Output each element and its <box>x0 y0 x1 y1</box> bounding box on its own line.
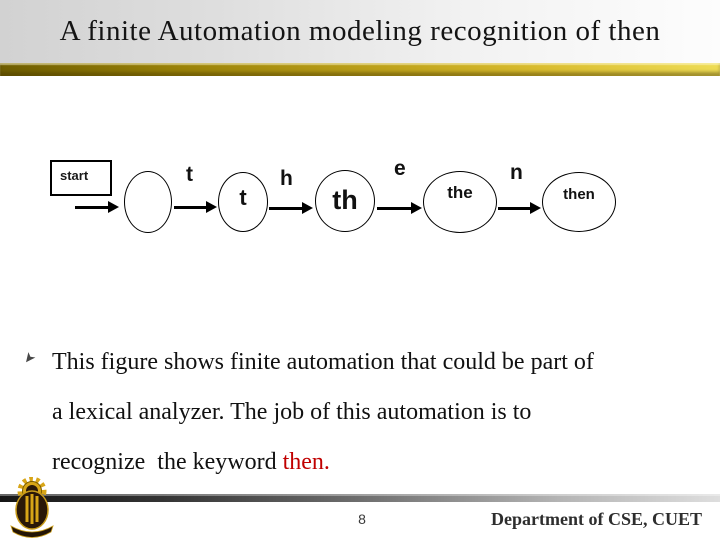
body-line-1: This figure shows finite automation that… <box>52 349 594 375</box>
keyword-then-highlight: then. <box>282 449 330 475</box>
footer-divider-bar <box>0 494 720 502</box>
body-paragraph: This figure shows finite automation that… <box>52 337 704 487</box>
state-label: the <box>447 183 473 202</box>
state-node-t: t <box>218 172 268 232</box>
state-node-then: then <box>542 172 616 232</box>
state-node-the: the <box>423 171 497 233</box>
state-node-empty <box>124 171 172 233</box>
transition-arrow <box>498 202 541 214</box>
start-label: start <box>60 168 89 183</box>
arrow-bullet-icon: ➤ <box>18 348 39 368</box>
slide-header: A finite Automation modeling recognition… <box>0 0 720 63</box>
transition-arrow <box>174 201 217 213</box>
state-node-th: th <box>315 170 375 232</box>
header-accent-bar <box>0 63 720 76</box>
state-label: th <box>332 184 358 215</box>
body-line-3: recognize the keyword then. <box>52 437 704 487</box>
cuet-logo <box>10 477 54 538</box>
finite-automaton-diagram: start t th the then t h e n <box>50 157 616 233</box>
transition-arrow <box>269 202 313 214</box>
state-label: then <box>563 185 595 203</box>
body-line-3-text: recognize the keyword <box>52 449 283 475</box>
department-label: Department of CSE, CUET <box>491 509 702 529</box>
start-arrow <box>75 201 119 213</box>
body-line-2: a lexical analyzer. The job of this auto… <box>52 399 532 425</box>
transition-label: n <box>510 161 523 184</box>
transition-arrow <box>377 202 422 214</box>
start-state-box: start <box>50 160 112 196</box>
page-title: A finite Automation modeling recognition… <box>59 15 661 47</box>
transition-label: t <box>186 163 193 186</box>
page-number: 8 <box>358 511 366 527</box>
transition-label: e <box>394 157 406 180</box>
transition-label: h <box>280 167 293 190</box>
state-label: t <box>239 185 247 210</box>
